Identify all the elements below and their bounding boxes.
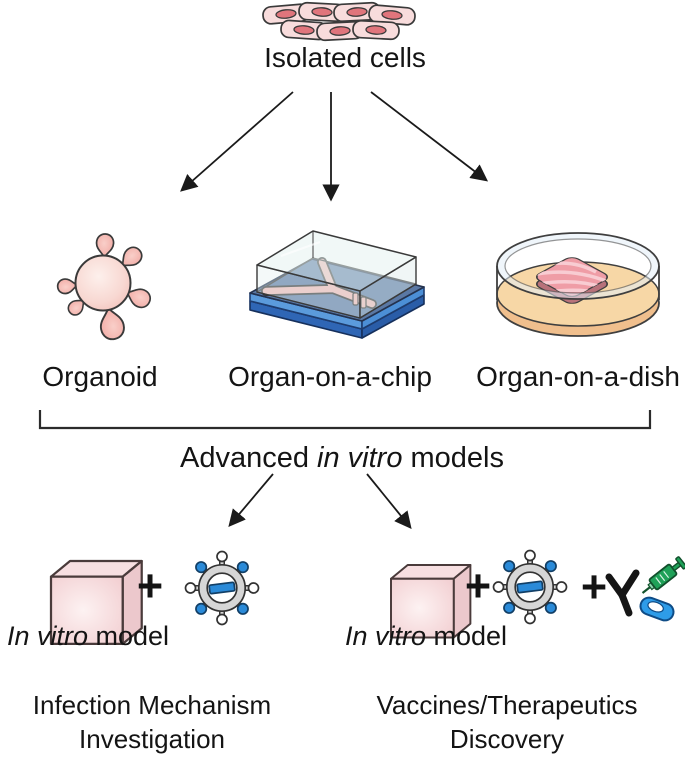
cell	[368, 4, 416, 26]
arrow-to-organoid	[180, 91, 294, 192]
in-vitro-rest-right: model	[425, 621, 508, 651]
chip-port	[352, 292, 359, 306]
models-bracket	[38, 410, 652, 430]
advanced-models-italic: in vitro	[317, 442, 403, 474]
antibody-icon	[605, 569, 640, 617]
organoid-icon	[56, 232, 154, 343]
organ-on-a-dish-icon	[496, 232, 660, 337]
organ-on-a-chip-label: Organ-on-a-chip	[228, 361, 432, 392]
virus-icon-left	[186, 552, 259, 625]
pill-icon	[639, 596, 675, 622]
organoid-label: Organoid	[42, 361, 158, 392]
in-vitro-italic-right: In vitro	[344, 621, 426, 651]
in-vitro-rest-left: model	[87, 621, 170, 651]
branch-arrows	[180, 91, 489, 202]
arrow-to-vaccines	[366, 473, 412, 529]
isolated-cells-icon	[262, 1, 416, 42]
cell	[352, 19, 400, 41]
organ-on-a-chip-icon	[249, 230, 425, 339]
caption-line: Discovery	[449, 724, 565, 754]
advanced-models-prefix: Advanced	[179, 442, 318, 474]
isolated-cells-label: Isolated cells	[264, 42, 426, 73]
infection-mechanism-caption: Infection Mechanism Investigation	[33, 688, 271, 756]
virus-icon-right	[494, 551, 567, 624]
arrow-to-dish	[370, 91, 489, 182]
organ-on-a-dish-label: Organ-on-a-dish	[476, 361, 680, 392]
cell	[298, 1, 346, 23]
in-vitro-model-label-left: In vitro model	[7, 621, 169, 652]
chip-port	[360, 296, 367, 309]
in-vitro-model-label-right: In vitro model	[345, 621, 507, 652]
plus-sign-left: +	[136, 560, 164, 611]
caption-line: Investigation	[79, 724, 225, 754]
plus-sign-right-virus: +	[464, 560, 492, 611]
caption-line: Infection Mechanism	[32, 690, 272, 720]
plus-sign-right-tools: +	[580, 561, 608, 612]
arrow-to-infection	[228, 473, 274, 527]
advanced-models-suffix: models	[402, 442, 505, 474]
vaccines-therapeutics-caption: Vaccines/Therapeutics Discovery	[376, 688, 637, 756]
caption-line: Vaccines/Therapeutics	[376, 690, 638, 720]
advanced-models-label: Advanced in vitro models	[180, 442, 504, 475]
application-arrows	[228, 473, 412, 529]
in-vitro-italic-left: In vitro	[6, 621, 88, 651]
syringe-icon	[641, 556, 685, 594]
